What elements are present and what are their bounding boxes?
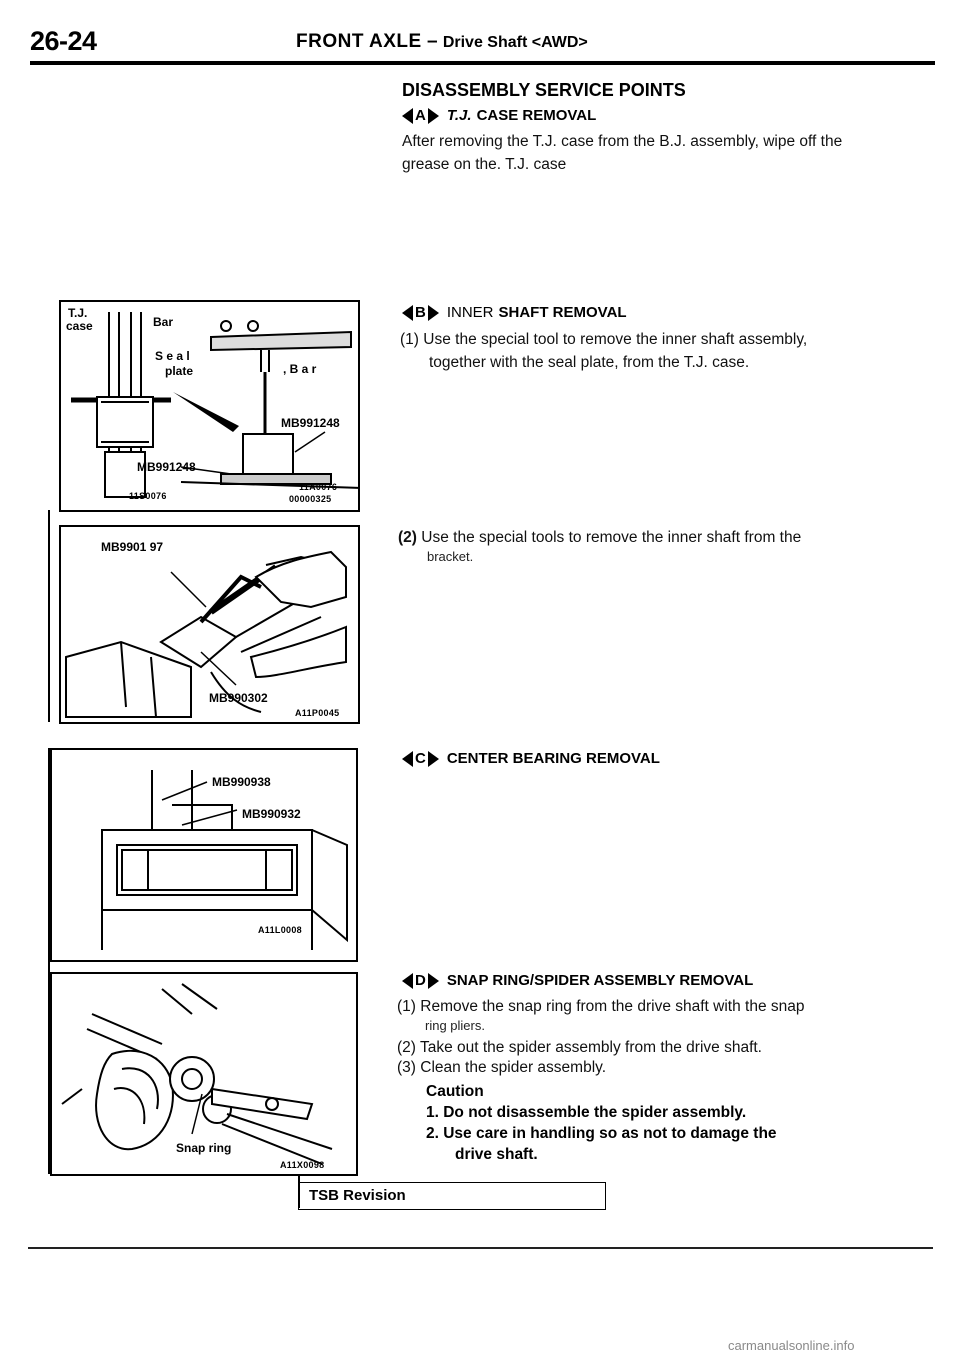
step-d-item2: (2) Take out the spider assembly from th… [397, 1039, 762, 1056]
step-a-badge-icon: A [402, 107, 439, 124]
fig1-tool-left: MB991248 [137, 460, 196, 474]
figure-3-illustration [101, 770, 348, 950]
fig1-code-right-1: 11A0076 [299, 482, 338, 492]
step-a-heading: A T.J. CASE REMOVAL [402, 107, 596, 124]
title-dash: – [426, 31, 438, 52]
figure-center-bearing-removal: MB990938 MB990932 A11L0008 [50, 748, 358, 962]
page-title: FRONT AXLE – Drive Shaft <AWD> [296, 31, 588, 53]
caution-item-1: 1. Do not disassemble the spider assembl… [426, 1104, 747, 1121]
title-sub: Drive Shaft <AWD> [442, 34, 588, 51]
footer-rule [28, 1247, 933, 1249]
fig3-tool-2: MB990932 [242, 807, 301, 821]
section-title: DISASSEMBLY SERVICE POINTS [402, 80, 686, 100]
fig1-code-right-2: 00000325 [289, 494, 332, 504]
fig1-label-bar: Bar [153, 315, 174, 329]
figure-2-illustration [65, 550, 347, 718]
caution-block: Caution 1. Do not disassemble the spider… [426, 1081, 777, 1165]
fig3-tool-1: MB990938 [212, 775, 271, 789]
fig1-label-seal: S e a l [155, 349, 190, 363]
step-a-text: After removing the T.J. case from the B.… [402, 133, 843, 173]
tsb-revision-box: TSB Revision [298, 1182, 606, 1210]
step-a-prefix: T.J. [446, 107, 472, 124]
step-d-item1: (1) Remove the snap ring from the drive … [397, 998, 805, 1033]
figure-1-illustration [71, 312, 358, 498]
title-main: FRONT AXLE [296, 31, 422, 52]
fig1-label-plate: plate [165, 364, 194, 378]
caution-item-2-cont: drive shaft. [455, 1146, 538, 1163]
column-rule [298, 1170, 300, 1208]
header-rule [30, 61, 935, 65]
fig2-tool-bottom: MB990302 [209, 691, 268, 705]
fig1-label-tj: T.J. [68, 306, 88, 320]
step-c-title: CENTER BEARING REMOVAL [446, 750, 660, 767]
fig4-label-snap-ring: Snap ring [176, 1141, 232, 1155]
step-a-title: CASE REMOVAL [476, 107, 597, 124]
step-d-item3: (3) Clean the spider assembly. [397, 1059, 607, 1076]
step-c-badge-icon: C [402, 750, 439, 767]
fig4-code: A11X0098 [280, 1160, 325, 1170]
figure-4-illustration [61, 983, 333, 1165]
step-b-item2: (2) Use the special tools to remove the … [398, 529, 802, 564]
page-number: 26-24 [30, 26, 97, 56]
figure-inner-shaft-bracket: MB9901 97 MB990302 A11P0045 [59, 525, 360, 724]
step-b-title: SHAFT REMOVAL [498, 304, 627, 321]
caution-label: Caution [426, 1083, 484, 1100]
tsb-revision-label: TSB Revision [309, 1187, 406, 1204]
fig1-label-case: case [66, 319, 93, 333]
figure-inner-shaft-removal: T.J. case Bar S e a l plate , B a r MB99… [59, 300, 360, 512]
page-header: 26-24 FRONT AXLE – Drive Shaft <AWD> [0, 0, 960, 70]
step-d-title: SNAP RING/SPIDER ASSEMBLY REMOVAL [446, 972, 754, 989]
column-rule [48, 748, 50, 1174]
fig1-tool-right: MB991248 [281, 416, 340, 430]
step-d-heading: D SNAP RING/SPIDER ASSEMBLY REMOVAL [402, 972, 753, 989]
step-b-prefix: INNER [446, 304, 494, 321]
caution-item-2: 2. Use care in handling so as not to dam… [426, 1125, 777, 1142]
step-c-heading: C CENTER BEARING REMOVAL [402, 750, 660, 767]
step-d-badge-icon: D [402, 972, 439, 989]
fig2-code: A11P0045 [295, 708, 340, 718]
fig1-label-bar-2: , B a r [283, 362, 317, 376]
figure-snap-ring-removal: Snap ring A11X0098 [50, 972, 358, 1176]
step-b-badge-icon: B [402, 304, 439, 321]
fig2-tool-top: MB9901 97 [101, 540, 164, 554]
watermark: carmanualsonline.info [728, 1338, 855, 1353]
step-b-item1: (1) Use the special tool to remove the i… [400, 331, 808, 371]
column-rule [48, 510, 50, 722]
fig3-code: A11L0008 [258, 925, 302, 935]
step-b-heading: B INNER SHAFT REMOVAL [402, 304, 627, 321]
fig1-code-left: 11S0076 [129, 491, 167, 501]
